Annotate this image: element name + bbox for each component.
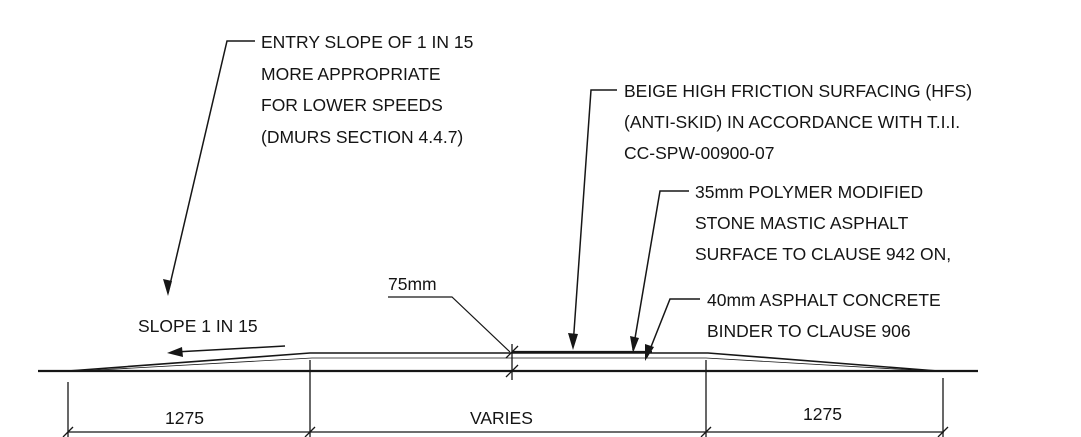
slope-arrow-shaft [174, 345, 286, 353]
entry-slope-note-line-2: MORE APPROPRIATE [261, 64, 441, 84]
binder-leader [646, 298, 700, 358]
dimension-tick-4 [937, 426, 949, 437]
hfs-note-line-2: (ANTI-SKID) IN ACCORDANCE WITH T.I.I. [624, 112, 960, 132]
sma-note-line-1: 35mm POLYMER MODIFIED [695, 182, 923, 202]
entry-slope-note: ENTRY SLOPE OF 1 IN 15 MORE APPROPRIATE … [163, 32, 473, 296]
height-dimension: 75mm [388, 274, 519, 380]
slope-label: SLOPE 1 IN 15 [138, 316, 258, 336]
height-dimension-leader [388, 296, 511, 353]
hfs-note: BEIGE HIGH FRICTION SURFACING (HFS) (ANT… [568, 81, 972, 350]
dimension-chain: 1275 VARIES 1275 [62, 360, 949, 437]
sma-note: 35mm POLYMER MODIFIED STONE MASTIC ASPHA… [630, 182, 951, 353]
entry-slope-leader [167, 40, 255, 294]
hfs-note-line-1: BEIGE HIGH FRICTION SURFACING (HFS) [624, 81, 972, 101]
entry-slope-note-line-4: (DMURS SECTION 4.4.7) [261, 127, 463, 147]
slope-arrow-head [167, 347, 183, 357]
hfs-note-line-3: CC-SPW-00900-07 [624, 143, 774, 163]
sma-leader [632, 190, 689, 351]
dimension-tick-1 [62, 426, 74, 437]
ramp-profile-top [67, 352, 939, 372]
entry-slope-note-line-1: ENTRY SLOPE OF 1 IN 15 [261, 32, 473, 52]
dimension-tick-2 [304, 426, 316, 437]
hfs-leader-arrowhead [568, 333, 578, 350]
ramp-profile-layer [79, 357, 931, 372]
dimension-tick-3 [700, 426, 712, 437]
binder-note-line-2: BINDER TO CLAUSE 906 [707, 321, 911, 341]
hfs-leader [572, 89, 617, 347]
sma-leader-arrowhead [630, 336, 639, 353]
sma-note-line-2: STONE MASTIC ASPHALT [695, 213, 909, 233]
binder-note-line-1: 40mm ASPHALT CONCRETE [707, 290, 941, 310]
height-dimension-tick-bottom [505, 364, 519, 378]
entry-slope-note-line-3: FOR LOWER SPEEDS [261, 95, 443, 115]
binder-note: 40mm ASPHALT CONCRETE BINDER TO CLAUSE 9… [645, 290, 941, 361]
entry-slope-leader-arrowhead [163, 279, 172, 296]
binder-leader-arrowhead [645, 344, 654, 361]
sma-note-line-3: SURFACE TO CLAUSE 942 ON, [695, 244, 951, 264]
dimension-left-label: 1275 [165, 408, 204, 428]
height-dimension-label: 75mm [388, 274, 437, 294]
dimension-right-label: 1275 [803, 404, 842, 424]
height-dimension-tick-top [505, 345, 519, 359]
dimension-middle-label: VARIES [470, 408, 533, 428]
